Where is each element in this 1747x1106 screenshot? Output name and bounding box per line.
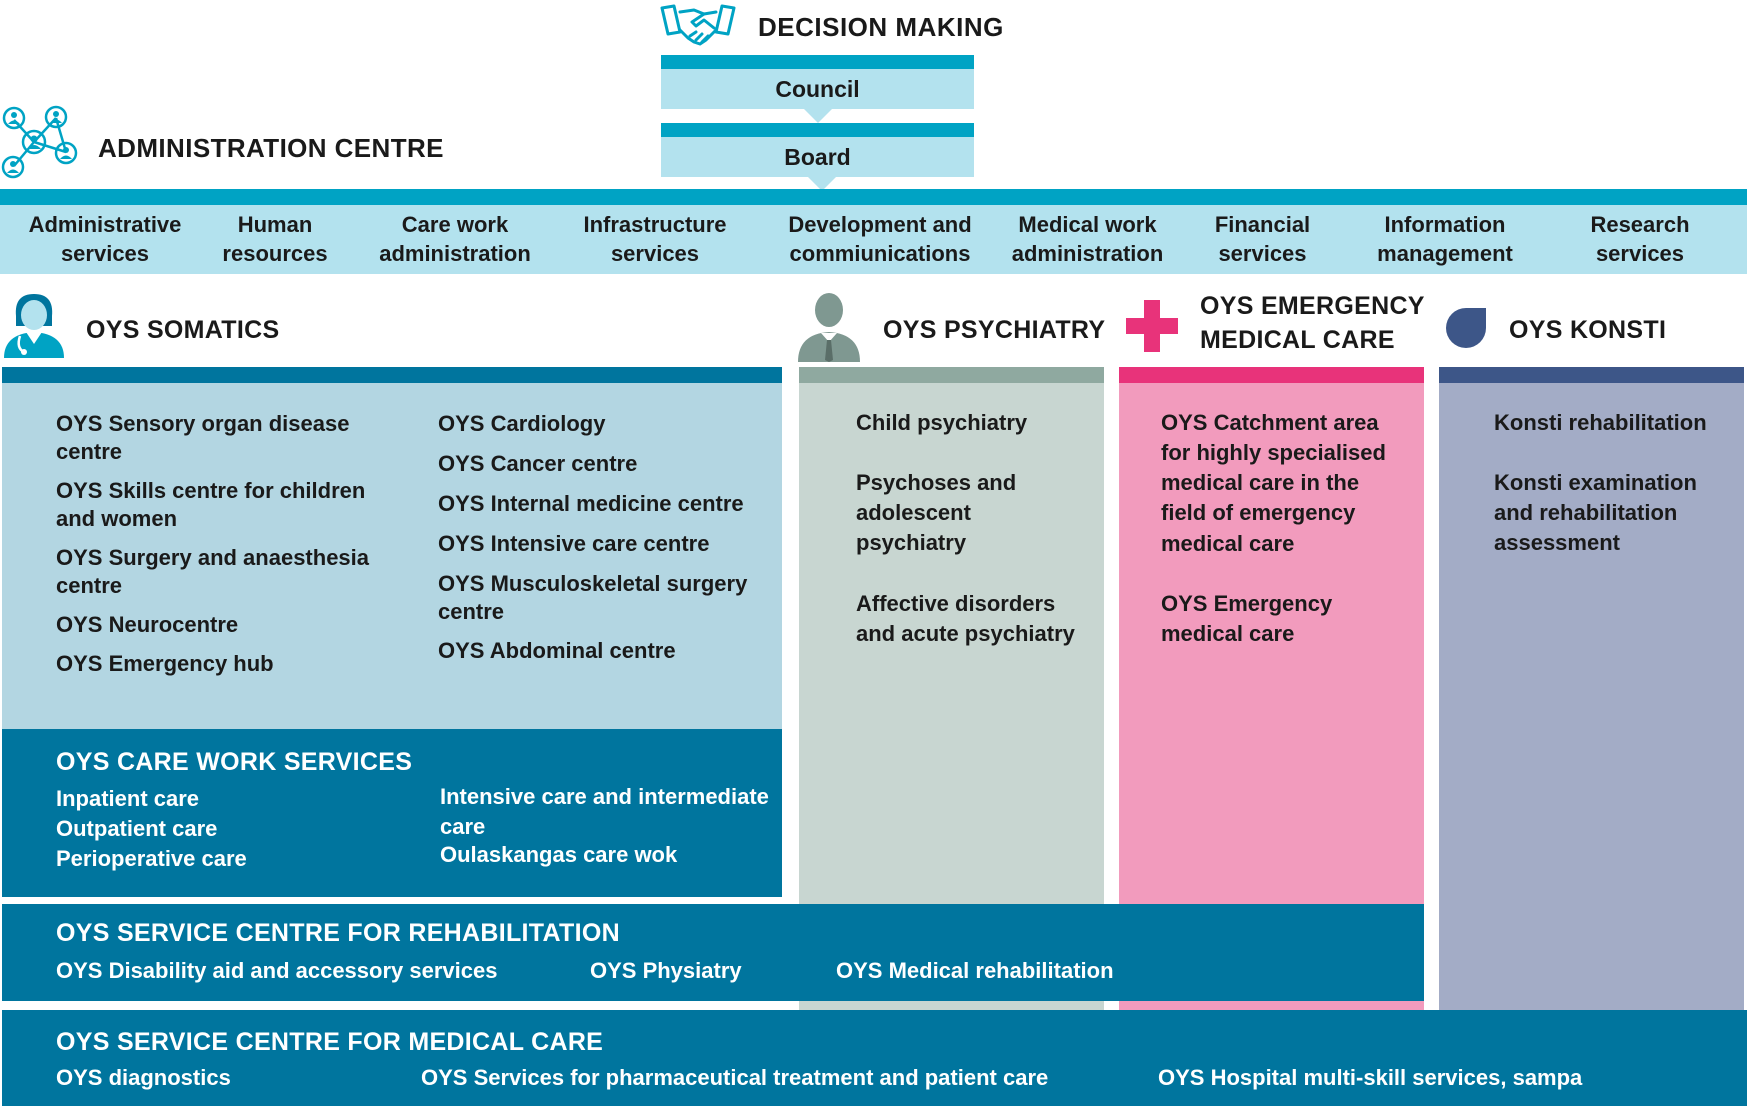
rehabilitation-item: OYS Disability aid and accessory service… [56,958,498,983]
admin-item-human-resources: Human resources [222,211,328,266]
medical-care-title: OYS SERVICE CENTRE FOR MEDICAL CARE [56,1028,604,1056]
somatics-item: OYS Sensory organ disease centre [56,411,350,464]
decision-making-title: DECISION MAKING [758,12,1004,42]
emergency-item: OYS Catchment area for highly specialise… [1161,410,1386,556]
somatics-item: OYS Cancer centre [438,451,638,476]
handshake-icon [660,2,736,48]
konsti-panel [1439,383,1744,1010]
psychiatry-strip [799,367,1104,383]
administration-title: ADMINISTRATION CENTRE [98,133,444,163]
emergency-strip [1119,367,1424,383]
rehabilitation-panel [2,904,1424,1001]
somatics-panel [2,383,782,729]
person-icon [796,290,862,362]
medical-care-item: OYS diagnostics [56,1065,231,1090]
somatics-strip [2,367,782,383]
care-work-item: Perioperative care [56,846,247,871]
emergency-title: OYS EMERGENCY MEDICAL CARE [1200,292,1425,354]
board-arrow [808,177,836,191]
admin-item-medical-work-administration: Medical work administration [1011,211,1164,266]
admin-item-care-work-administration: Care work administration [379,211,531,266]
board-box: Board [661,137,974,177]
konsti-title: OYS KONSTI [1509,316,1667,344]
medical-care-panel [2,1010,1747,1106]
admin-item-development-communications: Development and commiunications [788,211,972,266]
somatics-item: OYS Cardiology [438,411,606,436]
board-strip [661,123,974,137]
care-work-item: Outpatient care [56,816,218,841]
admin-item-research-services: Research services [1590,211,1690,266]
somatics-item: OYS Abdominal centre [438,638,676,663]
care-work-panel [2,729,782,897]
somatics-item: OYS Musculoskeletal surgery centre [438,571,748,624]
medical-care-item: OYS Services for pharmaceutical treatmen… [421,1065,1049,1090]
konsti-item: Konsti examination and rehabilitation as… [1494,470,1697,556]
rehabilitation-item: OYS Medical rehabilitation [836,958,1114,983]
konsti-item: Konsti rehabilitation [1494,410,1707,435]
admin-item-information-management: Information management [1377,211,1513,266]
administration-strip [0,189,1747,205]
somatics-item: OYS Emergency hub [56,651,274,676]
drop-icon [1444,306,1488,350]
care-work-title: OYS CARE WORK SERVICES [56,748,413,776]
care-work-item: Inpatient care [56,786,200,811]
network-people-icon [0,104,82,180]
doctor-icon [0,288,68,360]
medical-care-item: OYS Hospital multi-skill services, sampa [1158,1065,1583,1090]
emergency-item: OYS Emergency medical care [1161,591,1333,647]
somatics-item: OYS Skills centre for children and women [56,478,366,531]
care-work-item: Oulaskangas care wok [440,842,678,867]
psychiatry-item: Affective disorders and acute psychiatry [856,591,1075,647]
psychiatry-item: Psychoses and adolescent psychiatry [856,470,1017,556]
care-work-item: Intensive care and intermediate care [440,784,769,840]
council-label: Council [775,75,860,102]
council-strip [661,55,974,69]
admin-item-infrastructure-services: Infrastructure services [583,211,727,266]
board-label: Board [784,143,851,170]
admin-item-administrative-services: Administrative services [28,211,182,266]
psychiatry-title: OYS PSYCHIATRY [883,316,1106,344]
somatics-item: OYS Internal medicine centre [438,491,744,516]
rehabilitation-title: OYS SERVICE CENTRE FOR REHABILITATION [56,919,620,947]
somatics-item: OYS Surgery and anaesthesia centre [56,545,370,598]
admin-item-financial-services: Financial services [1214,211,1311,266]
somatics-title: OYS SOMATICS [86,316,280,344]
psychiatry-item: Child psychiatry [856,410,1028,435]
konsti-strip [1439,367,1744,383]
administration-bar [0,205,1747,274]
council-arrow [804,109,832,123]
rehabilitation-item: OYS Physiatry [590,958,742,983]
somatics-item: OYS Intensive care centre [438,531,710,556]
somatics-item: OYS Neurocentre [56,612,239,637]
medical-cross-icon [1126,300,1178,352]
council-box: Council [661,69,974,109]
